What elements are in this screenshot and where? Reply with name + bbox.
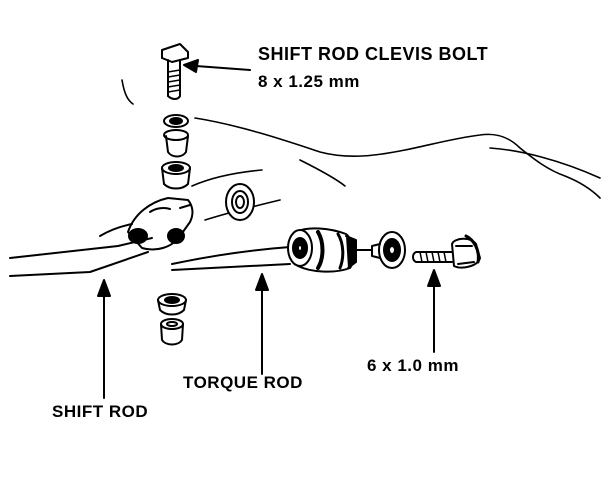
shift-rod-arrow [97,279,111,399]
clevis-bolt-arrow [183,59,251,73]
clevis-bolt [161,43,189,100]
shift-rod-clevis [127,197,194,251]
bushing-collar [371,231,406,269]
torque-rod-bushing [287,227,373,273]
shift-rod-label: SHIFT ROD [52,402,149,421]
upper-bushing-2 [161,161,191,190]
bolt-size-arrow [427,269,441,353]
body-contour-lines [121,79,601,221]
bolt-size-label: 6 x 1.0 mm [367,356,459,375]
clevis-washer [163,114,189,128]
washer [225,183,255,221]
lower-bushing-2 [160,318,184,346]
clevis-bolt-label: SHIFT ROD CLEVIS BOLT [258,44,489,64]
torque-rod-arrow [255,273,269,375]
clevis-bolt-size-label: 8 x 1.25 mm [258,72,360,91]
upper-bushing-1 [163,129,189,158]
torque-rod-bolt [412,234,481,269]
torque-rod [171,246,291,271]
leader-arrows [97,59,441,399]
lower-bushing-1 [157,293,187,316]
torque-rod-label: TORQUE ROD [183,373,303,392]
